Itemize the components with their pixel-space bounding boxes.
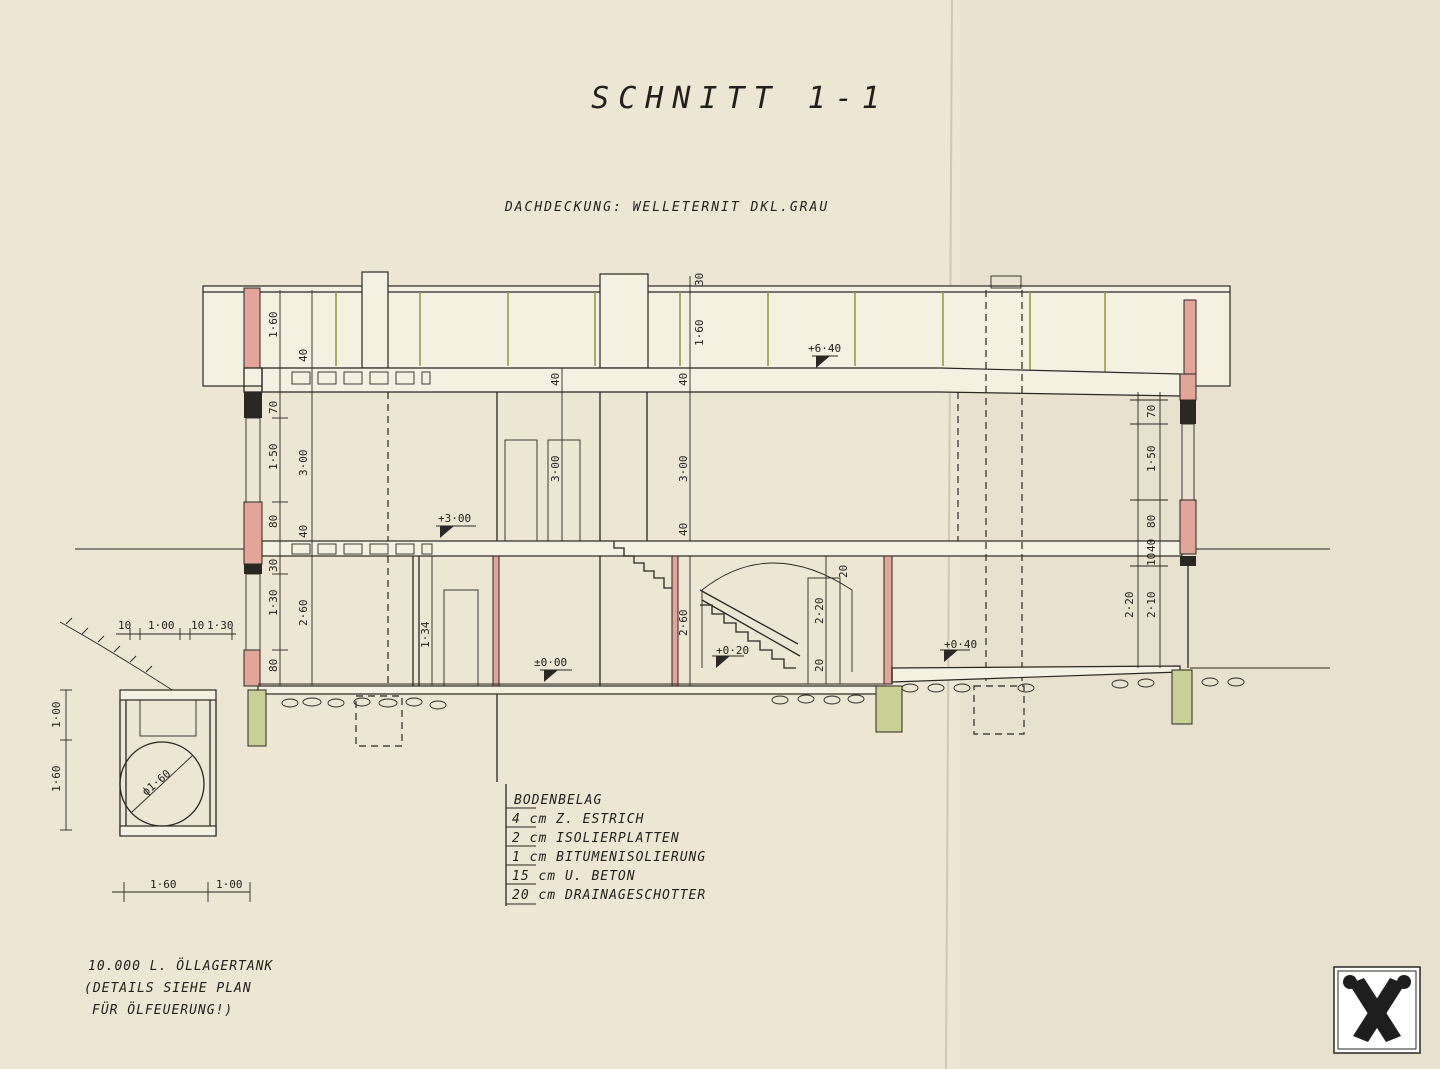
floor-layer: 2 cm ISOLIERPLATTEN <box>512 831 680 846</box>
dimension-text: 10 <box>1145 553 1158 566</box>
dimension-text: 40 <box>677 373 690 386</box>
doors <box>443 439 841 687</box>
floor-layer: 4 cm Z. ESTRICH <box>512 812 644 827</box>
dimension-text: 80 <box>267 515 280 528</box>
dimension-texts: 1·60 40 70 1·50 80 40 30 1·30 3·00 2·60 … <box>267 273 1158 672</box>
level-marker: +0·40 <box>940 638 977 662</box>
dimension-text: 1·60 <box>150 878 177 891</box>
dimension-text: 20 <box>813 659 826 672</box>
dimension-text: 80 <box>1145 515 1158 528</box>
dimension-text: 1·50 <box>1145 446 1158 473</box>
dimension-text: 1·34 <box>419 621 432 648</box>
floor-layer: 1 cm BITUMENISOLIERUNG <box>512 850 706 865</box>
dimension-text: 1·00 <box>216 878 243 891</box>
dimension-text: 80 <box>267 659 280 672</box>
dimension-text: 40 <box>1145 539 1158 552</box>
dimension-text: 3·00 <box>549 456 562 483</box>
dimension-text: 1·30 <box>267 590 280 617</box>
paper-fold <box>945 0 953 1069</box>
paper-shade-right <box>960 0 1440 1069</box>
dimension-text: 2·20 <box>813 598 826 625</box>
dimension-text: 1·60 <box>693 320 706 347</box>
dimension-text: 40 <box>297 525 310 538</box>
level-marker: +0·20 <box>712 644 749 668</box>
dimension-text: 2·60 <box>297 600 310 627</box>
level-markers: +6·40 +3·00 ±0·00 +0·20 +0·40 <box>436 342 977 682</box>
dimension-text: 1·60 <box>50 766 63 793</box>
staircase <box>613 541 853 672</box>
interior-walls <box>412 392 893 687</box>
left-exterior-wall <box>243 287 263 687</box>
floor-build-up-heading: BODENBELAG <box>514 793 602 808</box>
tank-note-line: FÜR ÖLFEUERUNG!) <box>92 1001 233 1018</box>
dimension-text: 40 <box>549 373 562 386</box>
dimension-text: 70 <box>1145 405 1158 418</box>
svg-text:+0·40: +0·40 <box>944 638 977 651</box>
tank-note-line: (DETAILS SIEHE PLAN <box>84 981 252 996</box>
dimension-text: 70 <box>267 401 280 414</box>
tank-note-line: 10.000 L. ÖLLAGERTANK <box>88 957 274 974</box>
level-marker: +6·40 <box>808 342 841 368</box>
raiffeisen-gable-cross-icon <box>1333 966 1421 1054</box>
roof-structure <box>202 271 1231 387</box>
dimension-text: 30 <box>693 273 706 286</box>
dimension-text: 10 <box>118 619 131 632</box>
dimension-text: 1·60 <box>267 312 280 339</box>
hidden-lines <box>387 290 1023 686</box>
svg-text:+0·20: +0·20 <box>716 644 749 657</box>
level-marker: ±0·00 <box>534 656 572 682</box>
dimension-text: 20 <box>837 565 850 578</box>
dimension-text: 40 <box>297 349 310 362</box>
dimension-text: 10 <box>191 619 204 632</box>
upper-floor-slab <box>261 367 1181 397</box>
dimension-text: 1·00 <box>148 619 175 632</box>
tank-note: 10.000 L. ÖLLAGERTANK (DETAILS SIEHE PLA… <box>84 957 274 1018</box>
foundations <box>247 669 1193 747</box>
dimension-text: 2·60 <box>677 610 690 637</box>
floor-layer: 15 cm U. BETON <box>512 869 636 884</box>
roof-covering-note: DACHDECKUNG: WELLETERNIT DKL.GRAU <box>504 200 829 215</box>
level-marker: +3·00 <box>436 512 476 538</box>
oil-tank-detail: ϕ1·60 10 1·00 10 1·30 1·00 1·60 1·60 1·0… <box>50 617 251 902</box>
svg-text:+3·00: +3·00 <box>438 512 471 525</box>
floor-build-up-legend: BODENBELAG 4 cm Z. ESTRICH 2 cm ISOLIERP… <box>496 694 706 906</box>
dimension-text: 30 <box>267 559 280 572</box>
dimension-text: 3·00 <box>297 450 310 477</box>
drainage-gravel <box>281 677 1245 710</box>
floor-layer: 20 cm DRAINAGESCHOTTER <box>512 888 706 903</box>
dimension-text: 2·10 <box>1145 592 1158 619</box>
svg-text:±0·00: ±0·00 <box>534 656 567 669</box>
dimension-text: 40 <box>677 523 690 536</box>
dimension-text: 1·00 <box>50 702 63 729</box>
tank-circle <box>119 741 205 827</box>
dimension-text: 1·30 <box>207 619 234 632</box>
right-exterior-wall <box>1179 299 1197 668</box>
dimension-lines <box>272 276 1168 686</box>
ground-floor-slab <box>261 540 1183 557</box>
dimension-text: 3·00 <box>677 456 690 483</box>
dimension-text: 2·20 <box>1123 592 1136 619</box>
dimension-text: 1·50 <box>267 444 280 471</box>
drawing-title: SCHNITT 1-1 <box>591 81 889 116</box>
svg-text:+6·40: +6·40 <box>808 342 841 355</box>
